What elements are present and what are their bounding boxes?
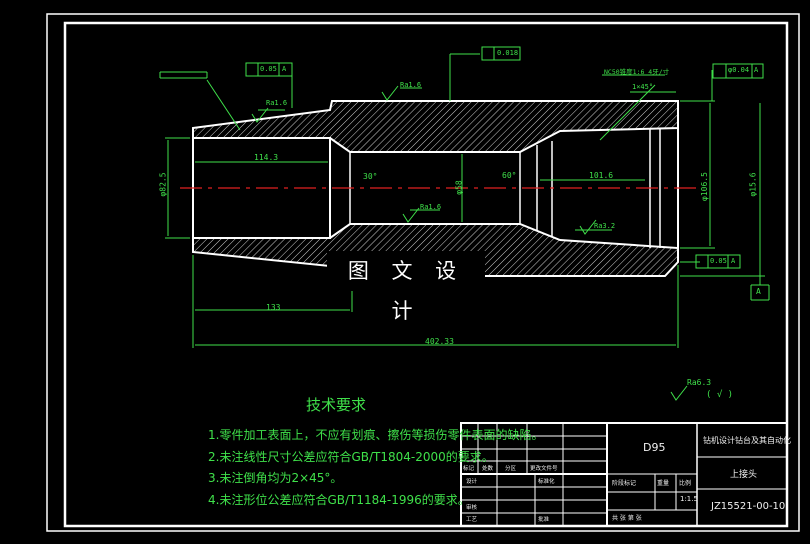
rough-63-note: ( √ ) — [706, 390, 734, 400]
tol-datum-br: A — [731, 257, 736, 265]
tol-runout-right: 0.05 — [710, 257, 727, 265]
rough-32b: Ra3.2 — [594, 222, 616, 230]
tb-jieduan: 阶段标记 — [612, 480, 637, 487]
dim-dia-right2: φ15.6 — [748, 172, 758, 197]
dim-dia-left: φ82.5 — [158, 172, 168, 197]
rough-16b: Ra1.6 — [420, 203, 442, 211]
dim-dia-right1: φ106.5 — [699, 172, 709, 201]
dim-114: 114.3 — [254, 153, 279, 162]
tol-runout-left: 0.05 — [260, 65, 277, 73]
dim-133: 133 — [266, 303, 281, 312]
tech-req-item: 3.未注倒角均为2×45°。 — [208, 471, 343, 485]
dimension-lines — [159, 53, 770, 348]
tb-shenhe: 审核 — [466, 505, 478, 511]
tech-req-title: 技术要求 — [306, 396, 367, 414]
tech-req-item: 1.零件加工表面上，不应有划痕、擦伤等损伤零件表面的缺陷。 — [208, 428, 544, 442]
tb-pizhun: 批准 — [538, 517, 550, 523]
outer-border — [46, 13, 800, 532]
tb-gongyi: 工艺 — [466, 517, 478, 523]
tb-part: 上接头 — [730, 470, 758, 480]
tech-req-list: 1.零件加工表面上，不应有划痕、擦伤等损伤零件表面的缺陷。 2.未注线性尺寸公差… — [208, 425, 543, 511]
tb-sheji: 设计 — [466, 479, 478, 485]
datum-a-box: A — [756, 287, 761, 296]
roughness-symbols — [251, 85, 688, 401]
tol-cyl-top: 0.018 — [497, 49, 519, 57]
tolerance-frames — [245, 46, 764, 269]
cone-note: NC50锥度1:6 4牙/寸 — [604, 68, 670, 76]
tb-drawing-no: JZ15521-00-10 — [711, 501, 786, 512]
dim-total: 402.33 — [425, 337, 454, 346]
tol-coax-right: φ0.04 — [728, 66, 750, 74]
tb-biaozhunhua: 标准化 — [538, 479, 555, 485]
title-block — [460, 422, 788, 527]
tol-datum-left: A — [282, 65, 287, 73]
tb-scale: 1:1.5 — [680, 495, 698, 503]
tb-fenqu: 分区 — [505, 466, 517, 472]
chamfer-note: 1×45° — [632, 83, 654, 91]
tech-req-item: 4.未注形位公差应符合GB/T1184-1996的要求。 — [208, 492, 470, 507]
watermark: 图 文 设 计 — [327, 251, 485, 323]
tb-wenjian: 更改文件号 — [530, 466, 558, 472]
tol-datum-right: A — [754, 66, 759, 74]
dim-101: 101.6 — [589, 171, 614, 180]
tb-material: D95 — [643, 441, 666, 454]
angle-30: 30° — [363, 172, 378, 181]
tb-biaoji: 标记 — [463, 466, 475, 472]
rough-16c: Ra1.6 — [266, 99, 288, 107]
tb-zhongliang: 重量 — [657, 480, 670, 487]
angle-60: 60° — [502, 171, 517, 180]
tech-req-item: 2.未注线性尺寸公差应符合GB/T1804-2000的要求。 — [208, 449, 494, 464]
dim-dia-mid: φ58 — [454, 180, 464, 195]
tb-bili: 比例 — [679, 480, 692, 487]
rough-16a: Ra1.6 — [400, 81, 422, 89]
tb-school: 钻机设计钻台及其自动化 — [703, 436, 791, 445]
tb-chushu: 处数 — [482, 466, 494, 472]
inner-border — [63, 21, 789, 528]
tb-sheets: 共 张 第 张 — [612, 515, 642, 522]
rough-63: Ra6.3 — [687, 378, 712, 387]
